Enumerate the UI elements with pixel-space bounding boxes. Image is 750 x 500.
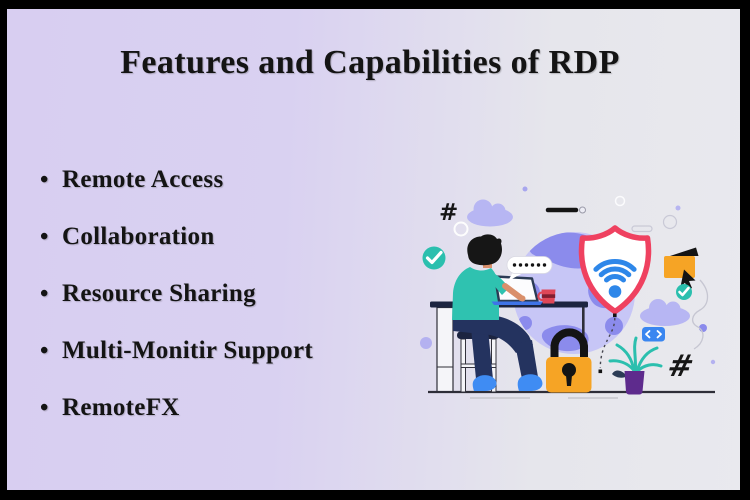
password-bubble-icon (506, 256, 553, 281)
padlock-icon (546, 328, 592, 393)
dashed-connector (598, 313, 617, 374)
list-item: • Multi-Monitir Support (40, 334, 313, 368)
dot (710, 359, 716, 365)
code-brackets-icon (642, 327, 665, 342)
hashtag-icon: # (439, 200, 458, 226)
minus-line-decoration (545, 206, 586, 214)
curvy-line (691, 279, 709, 350)
feature-label: Resource Sharing (62, 280, 256, 307)
laptop-icon (491, 275, 543, 305)
dot (675, 205, 681, 211)
folder-icon (664, 247, 699, 278)
dot (420, 337, 432, 349)
ring (614, 195, 626, 207)
list-item: • Remote Access (40, 163, 313, 197)
svg-text:#: # (664, 349, 696, 384)
feature-label: RemoteFX (62, 394, 180, 421)
pill-outline (631, 225, 653, 233)
shield-wifi-icon (578, 225, 652, 315)
mug-icon (537, 289, 556, 304)
person (452, 234, 543, 391)
wifi-icon (593, 258, 637, 283)
feature-label: Remote Access (62, 166, 224, 193)
bullet-icon: • (40, 224, 49, 250)
list-item: • Collaboration (40, 220, 313, 254)
cloud-icon (467, 199, 513, 227)
bullet-icon: • (40, 281, 49, 307)
cursor-icon (680, 269, 696, 290)
bullet-icon: • (40, 395, 49, 421)
page-title: Features and Capabilities of RDP (120, 44, 620, 81)
ring (662, 214, 678, 230)
plant-icon (608, 336, 663, 395)
cloud-icon (640, 299, 690, 326)
remote-desktop-illustration: # (420, 186, 716, 399)
feature-label: Multi-Monitir Support (62, 337, 313, 364)
bullet-icon: • (40, 167, 49, 193)
hashtag-icon: # (664, 349, 696, 384)
checkmark-circle-icon (676, 284, 692, 300)
checkmark-circle-icon (422, 246, 446, 270)
person-arm (485, 270, 526, 302)
feature-label: Collaboration (62, 223, 215, 250)
list-item: • Resource Sharing (40, 277, 313, 311)
bullet-icon: • (40, 338, 49, 364)
list-item: • RemoteFX (40, 391, 313, 425)
features-list: • Remote Access • Collaboration • Resour… (40, 163, 313, 448)
ring (453, 221, 469, 237)
dot (522, 186, 528, 192)
